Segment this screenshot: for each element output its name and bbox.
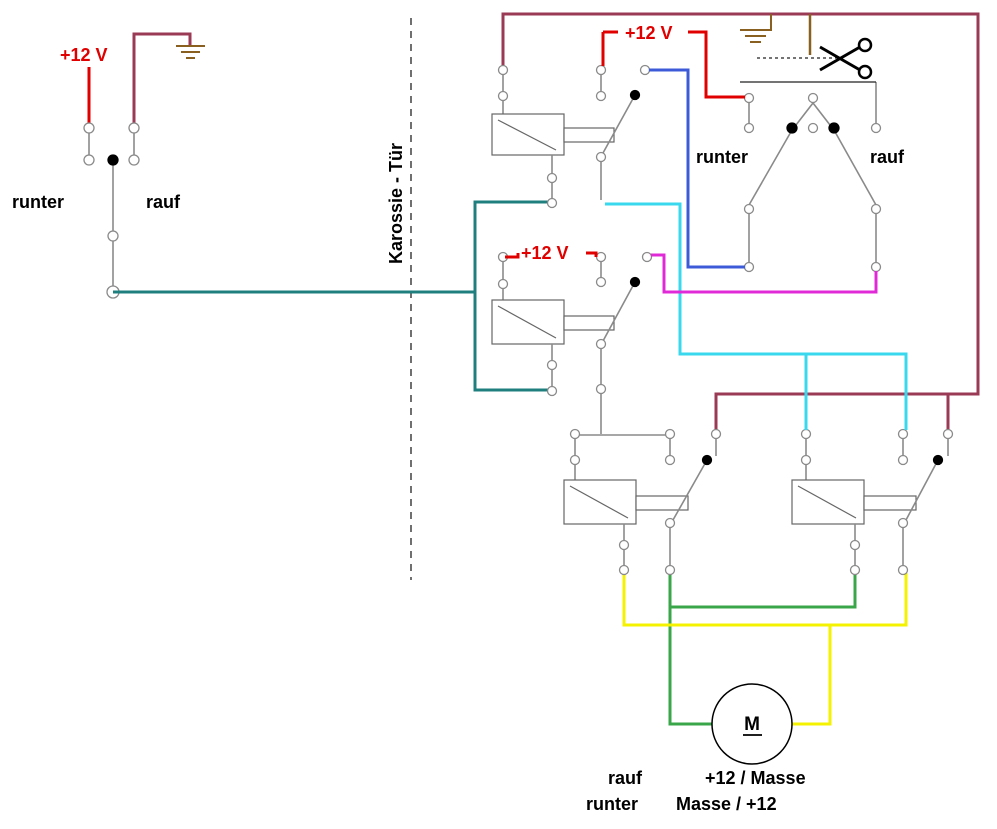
left-terminal-ground (128, 122, 140, 134)
left-rauf-label: rauf (146, 192, 181, 212)
relay-3 (563, 428, 722, 566)
right-switch (740, 81, 882, 273)
left-switch-pivot (107, 154, 119, 166)
motor-yellow-wire (622, 573, 908, 627)
supply-label-top: +12 V (625, 23, 673, 43)
left-contact-rauf (128, 154, 140, 166)
cyan-wire (605, 202, 908, 430)
legend-rauf: rauf (608, 768, 643, 788)
ground-loop-wire (501, 12, 980, 430)
blue-wire (649, 68, 745, 269)
left-ground-wire (132, 32, 192, 126)
supply-wire-top (688, 30, 745, 99)
relay-4 (791, 428, 954, 566)
control-wire (113, 200, 552, 294)
ground-icon (740, 29, 771, 43)
left-switch (83, 32, 205, 299)
left-runter-label: runter (12, 192, 64, 212)
relay-1 (491, 64, 651, 200)
legend-runter-value: Masse / +12 (676, 794, 777, 814)
right-rauf-label: rauf (870, 147, 905, 167)
left-terminal-supply (83, 122, 95, 134)
supply-label-left: +12 V (60, 45, 108, 65)
relay-2 (491, 251, 653, 434)
supply-label-mid: +12 V (521, 243, 569, 263)
scissors-icon (819, 37, 873, 80)
motor-icon: M (711, 683, 793, 765)
motor-green-wire (668, 573, 712, 726)
left-contact-runter (83, 154, 95, 166)
ground-icon (176, 45, 205, 59)
legend-runter: runter (586, 794, 638, 814)
legend-rauf-value: +12 / Masse (705, 768, 806, 788)
motor-label: M (744, 714, 760, 735)
relay-3-coil (563, 479, 637, 525)
divider-label: Karossie - Tür (386, 143, 406, 264)
magenta-wire (651, 253, 878, 294)
right-runter-label: runter (696, 147, 748, 167)
left-switch-common (107, 230, 119, 242)
supply-wire-mid (505, 253, 520, 259)
